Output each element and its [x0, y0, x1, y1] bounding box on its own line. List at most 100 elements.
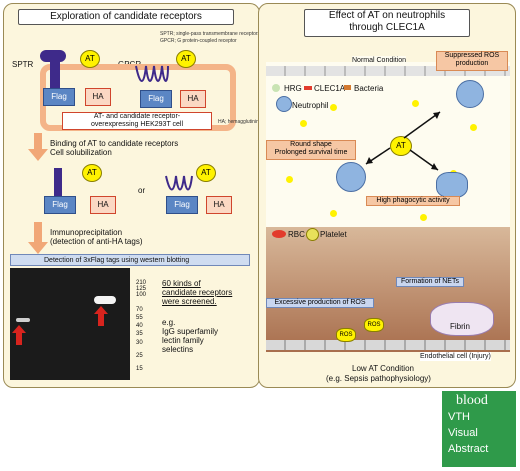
step2-line2: (detection of anti-HA tags): [50, 237, 143, 246]
cell-label: AT- and candidate receptor- overexpressi…: [62, 112, 212, 130]
gpcr-complex: [165, 175, 193, 191]
right-title: Effect of AT on neutrophils through CLEC…: [304, 9, 470, 37]
clec-mark: [304, 86, 312, 90]
fibrin-label: Fibrin: [450, 322, 471, 331]
round-line1: Round shape: [290, 141, 332, 148]
at-circle-1: AT: [80, 50, 100, 68]
flag-box-1: Flag: [43, 88, 75, 106]
left-title: Exploration of candidate receptors: [18, 9, 234, 25]
ha-box-1: HA: [85, 88, 111, 106]
visual-abstract-badge: blood VTH Visual Abstract: [442, 391, 516, 467]
sptr-note: SPTR; single-pass transmembrane receptor…: [160, 31, 261, 37]
gpcr-receptor: [135, 65, 169, 82]
flag-box-3: Flag: [44, 196, 76, 214]
sptr-receptor-head: [40, 50, 66, 62]
ros-burst-2: ROS: [336, 328, 356, 342]
nets-label: Formation of NETs: [396, 277, 464, 287]
down-arrow-2: [28, 222, 48, 254]
neutrophil-label: Neutrophil: [292, 101, 329, 110]
step1-line2: Cell solubilization: [50, 148, 112, 157]
suppressed-ros-label: Suppressed ROS production: [436, 51, 508, 71]
screen-line1: 60 kinds of: [162, 279, 201, 288]
badge-vth: VTH: [448, 411, 470, 423]
badge-visual: Visual: [448, 427, 478, 439]
marker-210: 210: [136, 280, 147, 286]
screen-line3: were screened.: [162, 297, 217, 306]
clec-label: CLEC1A: [314, 84, 346, 93]
step2-line1: Immunoprecipitation: [50, 228, 123, 237]
bacteria-mark: [344, 85, 351, 90]
at-dot: [412, 100, 419, 107]
phagocytic-label: High phagocytic activity: [366, 196, 460, 206]
badge-logo: blood: [456, 393, 488, 408]
at-dot: [300, 120, 307, 127]
rbc-label: RBC: [288, 230, 305, 239]
sptr-label: SPTR: [12, 60, 34, 69]
cell-label-line2: overexpressing HEK293T cell: [90, 121, 184, 128]
cell-label-line1: AT- and candidate receptor-: [93, 113, 181, 120]
at-arrows: [365, 111, 441, 171]
bacteria-label: Bacteria: [354, 84, 384, 93]
western-blot-image: [10, 268, 130, 380]
gpcr-note: GPCR; G protein-coupled receptor: [160, 38, 237, 44]
platelet-icon: [306, 228, 319, 241]
neutrophil-cell: [436, 172, 468, 198]
marker-30: 30: [136, 340, 143, 346]
suppressed-line1: Suppressed ROS: [444, 52, 500, 59]
at-dot: [470, 124, 477, 131]
low-at-line1: Low AT Condition: [352, 364, 414, 373]
endothelial-label: Endothelial cell (Injury): [420, 352, 491, 361]
vessel-wall-bottom: [266, 340, 510, 350]
marker-100: 100: [136, 292, 147, 298]
round-line2: Prolonged survival time: [274, 149, 348, 156]
band-1: [16, 318, 30, 322]
blot-title: Detection of 3xFlag tags using western b…: [44, 257, 190, 264]
marker-35: 35: [136, 331, 143, 337]
at-dot: [330, 104, 337, 111]
platelet-label: Platelet: [320, 230, 347, 239]
ha-box-3: HA: [90, 196, 116, 214]
sptr-complex: [54, 168, 62, 198]
neutrophil-cell: [456, 80, 484, 108]
down-arrow-1: [28, 133, 48, 161]
step1-line1: Binding of AT to candidate receptors: [50, 139, 179, 148]
or-label: or: [138, 186, 146, 195]
right-title-line1: Effect of AT on neutrophils: [328, 10, 446, 21]
blot-title-box: [10, 254, 250, 266]
marker-70: 70: [136, 307, 143, 313]
rbc-icon: [272, 230, 286, 238]
eg-item-2: lectin family: [162, 336, 204, 345]
ha-box-2: HA: [180, 90, 206, 108]
marker-15: 15: [136, 366, 143, 372]
marker-55: 55: [136, 315, 143, 321]
fibrin-mesh: [430, 302, 494, 336]
red-arrow-2: [94, 306, 108, 326]
at-circle-2: AT: [176, 50, 196, 68]
eg-label: e.g.: [162, 318, 176, 327]
ha-note: HA; hemagglutinin: [218, 119, 259, 125]
at-dot: [420, 214, 427, 221]
eg-item-3: selectins: [162, 345, 194, 354]
badge-abstract: Abstract: [448, 443, 489, 455]
suppressed-line2: production: [455, 60, 489, 67]
ha-box-4: HA: [206, 196, 232, 214]
vessel-wall-top: [266, 66, 510, 76]
low-at-line2: (e.g. Sepsis pathophysiology): [326, 374, 431, 383]
hrg-dot: [272, 84, 280, 92]
ros-excess-label: Excessive production of ROS: [266, 298, 374, 308]
neutrophil-icon: [276, 96, 292, 112]
flag-box-4: Flag: [166, 196, 198, 214]
marker-125: 125: [136, 286, 147, 292]
flag-box-2: Flag: [140, 90, 172, 108]
at-dot: [286, 176, 293, 183]
at-circle-3: AT: [82, 164, 102, 182]
at-dot: [330, 210, 337, 217]
ros-burst-1: ROS: [364, 318, 384, 332]
right-title-line2: through CLEC1A: [349, 22, 425, 33]
at-circle-4: AT: [196, 164, 216, 182]
eg-item-1: IgG superfamily: [162, 327, 219, 336]
normal-label: Normal Condition: [352, 56, 407, 65]
round-shape-label: Round shape Prolonged survival time: [266, 140, 356, 160]
hrg-label: HRG: [284, 84, 302, 93]
marker-25: 25: [136, 353, 143, 359]
